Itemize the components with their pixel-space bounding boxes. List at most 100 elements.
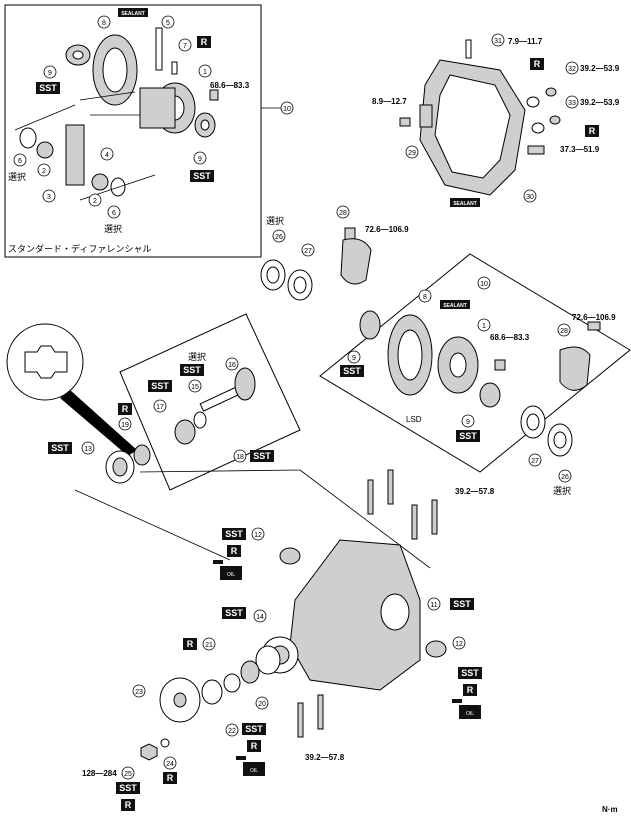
svg-text:SST: SST <box>183 365 201 375</box>
svg-text:SST: SST <box>119 783 137 793</box>
r-tag-19: R <box>118 403 132 415</box>
lsd-label: LSD <box>406 415 422 424</box>
plug-32 <box>545 87 557 97</box>
num-29: 29 <box>408 150 416 157</box>
sst-tag-11: SST <box>450 598 474 610</box>
bearing-cap-28-left <box>340 238 372 285</box>
svg-text:R: R <box>187 639 194 649</box>
oil-seal-12-right <box>425 640 447 658</box>
drive-pinion-frame <box>119 313 301 491</box>
svg-text:SEALANT: SEALANT <box>453 201 477 207</box>
torque-31: 7.9—11.7 <box>508 37 543 46</box>
num-24: 24 <box>166 761 174 768</box>
num-26-right: 26 <box>561 474 569 481</box>
r-tag-33: R <box>585 125 599 137</box>
r-tag-std: R <box>197 36 211 48</box>
num-18: 18 <box>236 454 244 461</box>
lsd-ring-gear-8 <box>387 314 433 396</box>
plug-31 <box>465 39 472 59</box>
num-16: 16 <box>228 362 236 369</box>
washer-24 <box>160 738 170 748</box>
num-14: 14 <box>256 614 264 621</box>
num-6-left: 6 <box>18 158 22 165</box>
svg-text:SST: SST <box>245 724 263 734</box>
svg-text:OIL: OIL <box>466 711 474 717</box>
num-12-right: 12 <box>455 641 463 648</box>
num-1-lsd: 1 <box>482 323 486 330</box>
torque-cover-bolt: 37.3—51.9 <box>560 145 600 154</box>
torque-32: 39.2—53.9 <box>580 64 620 73</box>
svg-text:SST: SST <box>51 443 69 453</box>
svg-text:SEALANT: SEALANT <box>443 303 467 309</box>
num-26-left: 26 <box>275 234 283 241</box>
drive-pinion-shaft <box>199 386 241 412</box>
lsd-bearing-9-left <box>359 310 381 340</box>
select-label-std-left: 選択 <box>8 171 26 183</box>
detail-pointer <box>60 390 137 456</box>
lsd-bolt-1 <box>494 359 506 371</box>
rear-cover-30 <box>419 59 526 196</box>
lsd-case-1 <box>437 336 479 394</box>
num-9-lsd-right: 9 <box>466 419 470 426</box>
num-12-top: 12 <box>254 532 262 539</box>
svg-text:SST: SST <box>39 83 57 93</box>
svg-text:SST: SST <box>461 668 479 678</box>
sst-tag-14: SST <box>222 607 246 619</box>
bearing-9-std-right <box>194 112 216 138</box>
side-gear-2-left <box>36 141 54 159</box>
torque-33: 39.2—53.9 <box>580 98 620 107</box>
r-tag-22: R <box>247 740 261 752</box>
sst-tag-pinion-top: SST <box>180 364 204 376</box>
svg-text:SST: SST <box>343 366 361 376</box>
svg-text:SEALANT: SEALANT <box>121 11 145 17</box>
num-1-std: 1 <box>203 69 207 76</box>
spacer-21 <box>223 673 241 693</box>
pinion-gears-3-4 <box>65 124 85 186</box>
washer-33 <box>531 122 545 134</box>
r-tag-12-top: R <box>227 545 241 557</box>
sst-tag-18: SST <box>250 450 274 462</box>
bearing-20 <box>240 660 260 684</box>
lsd-bearing-9-right <box>479 382 501 408</box>
oil-seal-22 <box>201 679 223 705</box>
cover-bolt <box>527 145 545 155</box>
studs-top <box>367 469 438 540</box>
svg-text:R: R <box>589 126 596 136</box>
svg-text:OIL: OIL <box>227 572 235 578</box>
washer-32 <box>526 96 540 108</box>
torque-studs-top: 39.2—57.8 <box>455 487 495 496</box>
svg-text:OIL: OIL <box>250 768 258 774</box>
sealant-tag-cover: SEALANT <box>450 198 480 207</box>
sst-tag-pinion-left: SST <box>148 380 172 392</box>
torque-studs-bottom: 39.2—57.8 <box>305 753 345 762</box>
num-23: 23 <box>135 689 143 696</box>
torque-68-lsd: 68.6—83.3 <box>490 333 530 342</box>
r-tag-12-right: R <box>463 684 477 696</box>
oil-seal-12-top <box>279 547 301 565</box>
num-6-right: 6 <box>112 210 116 217</box>
svg-text:SST: SST <box>453 599 471 609</box>
svg-text:R: R <box>201 37 208 47</box>
drive-pinion-gear-16 <box>234 367 256 401</box>
num-20: 20 <box>258 701 266 708</box>
num-21: 21 <box>205 642 213 649</box>
sealant-tag-lsd: SEALANT <box>440 300 470 309</box>
num-27-left: 27 <box>304 248 312 255</box>
num-27-right: 27 <box>531 458 539 465</box>
num-31: 31 <box>494 38 502 45</box>
num-33: 33 <box>568 100 576 107</box>
washer-6-left <box>19 127 37 149</box>
bearing-9-std-top <box>65 44 91 66</box>
diff-case-std <box>139 82 196 134</box>
num-10-lsd: 10 <box>480 281 488 288</box>
bearing-cap-bolt-right <box>587 321 601 331</box>
svg-text:R: R <box>125 800 132 810</box>
svg-text:R: R <box>167 773 174 783</box>
oil-can-icon-22: OIL <box>236 756 265 776</box>
torque-68-std: 68.6—83.3 <box>210 81 250 90</box>
sst-tag-lsd-left: SST <box>340 365 364 377</box>
r-tag-25: R <box>121 799 135 811</box>
r-tag-21: R <box>183 638 197 650</box>
num-15: 15 <box>191 384 199 391</box>
